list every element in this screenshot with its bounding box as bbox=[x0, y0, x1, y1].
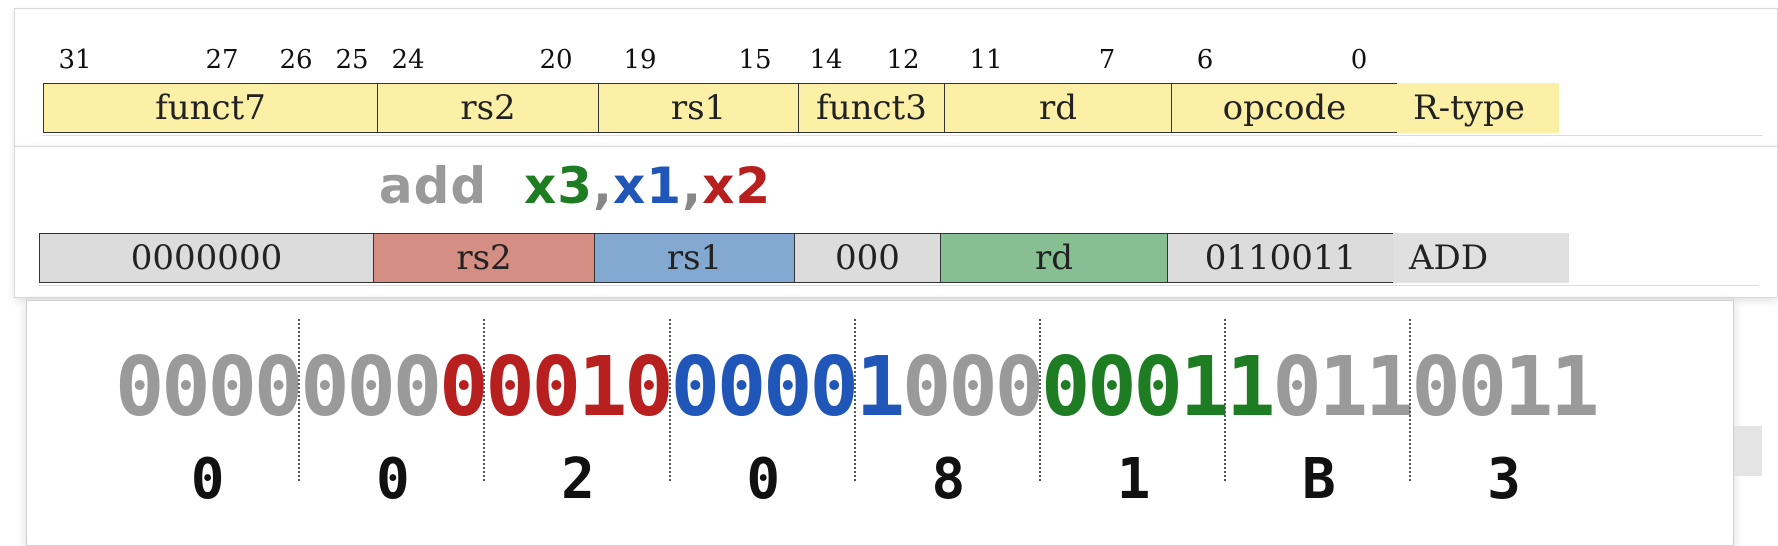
add-instruction-panel: add x3,x1,x2 0000000 rs2 rs1 000 rd 0110… bbox=[14, 146, 1778, 298]
binary-bit: 1 bbox=[1318, 340, 1369, 435]
enc-field-text: rs2 bbox=[456, 238, 512, 278]
enc-field-rd: rd bbox=[940, 233, 1167, 283]
binary-bit: 1 bbox=[1226, 340, 1276, 435]
binary-bit: 1 bbox=[577, 340, 628, 435]
nibble-separator bbox=[668, 319, 671, 481]
binary-bit: 0 bbox=[1133, 340, 1183, 435]
enc-field-text: 000 bbox=[835, 238, 900, 278]
bit-number: 26 bbox=[279, 45, 313, 75]
binary-bit: 1 bbox=[1365, 340, 1415, 435]
side-strip bbox=[1734, 426, 1762, 476]
enc-field-text: 0110011 bbox=[1204, 238, 1357, 278]
enc-field-funct3: 000 bbox=[794, 233, 940, 283]
nibble-separator bbox=[1039, 319, 1041, 481]
binary-bit: 1 bbox=[855, 340, 906, 435]
bit-number: 19 bbox=[623, 45, 657, 75]
binary-bit: 0 bbox=[161, 340, 211, 435]
enc-field-opcode: 0110011 bbox=[1167, 233, 1393, 283]
binary-bit: 0 bbox=[253, 340, 304, 435]
operand-rd: x3 bbox=[524, 157, 594, 215]
enc-field-funct7: 0000000 bbox=[39, 233, 373, 283]
binary-bits: 00000000001000001000000110110011 bbox=[115, 340, 1600, 435]
binary-bit: 0 bbox=[994, 340, 1045, 435]
hex-digit: 1 bbox=[1116, 447, 1151, 512]
encoding-label: ADD bbox=[1393, 233, 1569, 283]
binary-bit: 0 bbox=[670, 340, 720, 435]
comma: , bbox=[682, 157, 703, 215]
rtype-format-panel: 31 27 26 25 24 20 19 15 14 12 11 7 6 0 f… bbox=[14, 8, 1778, 148]
operand-rs1: x1 bbox=[613, 157, 683, 215]
binary-bit: 1 bbox=[1550, 340, 1600, 435]
comma: , bbox=[593, 157, 614, 215]
bit-number: 7 bbox=[1098, 45, 1116, 75]
hex-digit: B bbox=[1301, 447, 1336, 512]
binary-bit: 0 bbox=[439, 340, 489, 435]
binary-bit: 0 bbox=[1411, 340, 1461, 435]
mnemonic: add bbox=[378, 157, 488, 215]
binary-bit: 0 bbox=[1040, 340, 1091, 435]
encoding-row: 0000000 rs2 rs1 000 rd 0110011 ADD bbox=[39, 233, 1569, 283]
binary-bit: 0 bbox=[1457, 340, 1507, 435]
binary-bit: 0 bbox=[763, 340, 813, 435]
bit-number: 12 bbox=[886, 45, 920, 75]
field-funct7: funct7 bbox=[43, 83, 377, 133]
binary-bit: 1 bbox=[1179, 340, 1230, 435]
nibble-separator bbox=[483, 319, 486, 481]
field-funct3: funct3 bbox=[798, 83, 944, 133]
ghost-row-sub bbox=[39, 285, 1759, 297]
bit-number: 0 bbox=[1350, 45, 1368, 75]
binary-bit: 0 bbox=[531, 340, 582, 435]
binary-bit: 0 bbox=[716, 340, 767, 435]
hex-digit: 0 bbox=[190, 447, 225, 512]
format-type-label: R-type bbox=[1397, 83, 1559, 133]
bit-number: 25 bbox=[335, 45, 369, 75]
enc-field-rs1: rs1 bbox=[594, 233, 794, 283]
nibble-separator bbox=[1224, 319, 1227, 481]
format-field-row: funct7 rs2 rs1 funct3 rd opcode R-type bbox=[43, 83, 1559, 133]
bit-number: 20 bbox=[539, 45, 573, 75]
nibble-separator bbox=[298, 319, 301, 481]
binary-bit: 0 bbox=[1087, 340, 1137, 435]
ghost-row-itype bbox=[43, 135, 1763, 147]
bit-number: 15 bbox=[738, 45, 772, 75]
binary-bit: 0 bbox=[485, 340, 535, 435]
hex-digit: 0 bbox=[375, 447, 410, 512]
bit-number: 6 bbox=[1196, 45, 1214, 75]
bit-number: 31 bbox=[58, 45, 92, 75]
enc-field-text: rs1 bbox=[666, 238, 723, 278]
assembly-instruction: add x3,x1,x2 bbox=[15, 157, 1135, 215]
bit-number: 14 bbox=[809, 45, 843, 75]
hex-digit: 2 bbox=[561, 447, 595, 512]
binary-bit: 0 bbox=[392, 340, 443, 435]
binary-bit: 0 bbox=[1272, 340, 1322, 435]
enc-field-text: rd bbox=[1034, 238, 1074, 278]
binary-bit: 1 bbox=[1503, 340, 1554, 435]
hex-digit: 3 bbox=[1487, 447, 1521, 512]
bit-number: 11 bbox=[969, 45, 1003, 75]
field-rd: rd bbox=[944, 83, 1171, 133]
enc-field-rs2: rs2 bbox=[373, 233, 594, 283]
bit-number: 24 bbox=[391, 45, 425, 75]
binary-bit: 0 bbox=[624, 340, 674, 435]
field-rs2: rs2 bbox=[377, 83, 598, 133]
binary-bit: 0 bbox=[948, 340, 998, 435]
binary-bit: 0 bbox=[300, 340, 350, 435]
hex-digit: 0 bbox=[746, 447, 781, 512]
field-rs1: rs1 bbox=[598, 83, 798, 133]
enc-field-text: 0000000 bbox=[130, 238, 283, 278]
operand-rs2: x2 bbox=[702, 157, 772, 215]
nibble-separator bbox=[853, 319, 856, 481]
hex-digit: 8 bbox=[931, 447, 966, 512]
bit-number: 27 bbox=[205, 45, 239, 75]
binary-bit: 0 bbox=[207, 340, 257, 435]
binary-bit: 0 bbox=[902, 340, 952, 435]
field-opcode: opcode bbox=[1171, 83, 1397, 133]
nibble-separator bbox=[1409, 319, 1412, 481]
binary-bit: 0 bbox=[809, 340, 859, 435]
binary-bit: 0 bbox=[346, 340, 396, 435]
binary-bit: 0 bbox=[115, 340, 165, 435]
